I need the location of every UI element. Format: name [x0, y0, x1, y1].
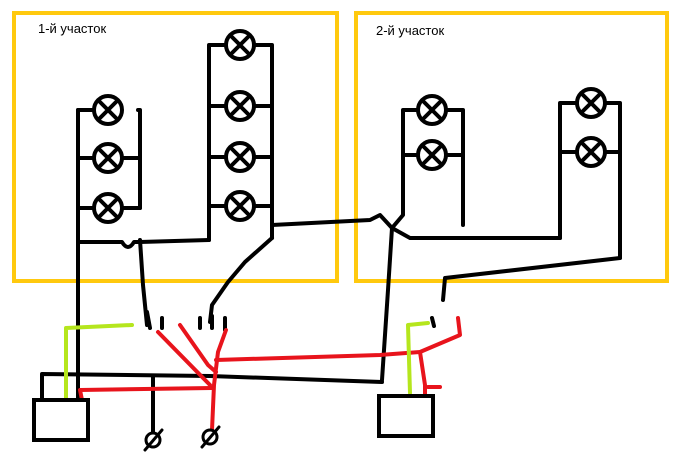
wire — [418, 350, 427, 400]
wire — [380, 226, 394, 382]
wire — [76, 240, 142, 249]
switch-contact — [430, 316, 436, 328]
lamp-icon — [92, 94, 124, 126]
lamp-icon — [224, 141, 256, 173]
zone-2-label: 2-й участок — [376, 23, 444, 38]
lamp-icon — [92, 192, 124, 224]
fuse-icon — [143, 428, 164, 452]
green-wiring — [64, 321, 430, 400]
switch-contact — [145, 310, 227, 332]
wire — [64, 323, 134, 400]
lamp-icon — [224, 90, 256, 122]
wire — [178, 323, 218, 374]
wire — [210, 328, 228, 432]
wire — [390, 226, 562, 240]
junction-box — [32, 398, 90, 442]
lamp-icon — [224, 29, 256, 61]
lamp-icon — [92, 142, 124, 174]
zone-1-label: 1-й участок — [38, 21, 106, 36]
wire — [208, 236, 274, 324]
wire — [558, 101, 622, 260]
wire — [156, 330, 212, 387]
wire — [138, 238, 211, 244]
wire — [390, 108, 465, 230]
fuse-icon — [200, 425, 221, 449]
wire — [270, 213, 394, 230]
lamp-icon — [575, 87, 607, 119]
lamp-icon — [416, 94, 448, 126]
junction-box — [377, 394, 435, 438]
wire — [406, 321, 430, 395]
zone-1-frame — [12, 11, 339, 283]
lamp-icon — [575, 136, 607, 168]
bottom-wiring — [40, 372, 384, 442]
zone-1-wiring — [76, 43, 394, 402]
zone-2-frame — [354, 11, 669, 283]
wire — [40, 372, 384, 402]
wire — [441, 256, 622, 302]
lamp-icon — [416, 139, 448, 171]
lamp-icon — [224, 190, 256, 222]
wire — [78, 386, 214, 402]
red-wiring — [78, 316, 462, 432]
zone-2-wiring — [380, 101, 622, 382]
